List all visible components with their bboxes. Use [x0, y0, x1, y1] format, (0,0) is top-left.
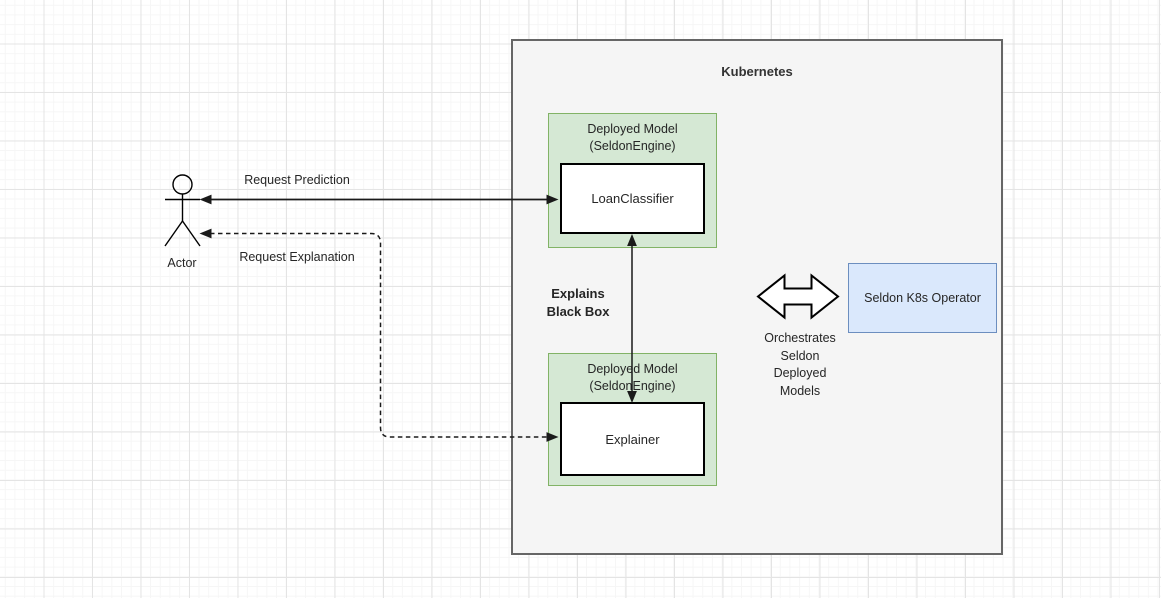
request-prediction-label: Request Prediction [244, 173, 350, 187]
orchestrates-label: Orchestrates Seldon Deployed Models [764, 330, 836, 400]
deployed-model-bottom-label-line2: (SeldonEngine) [589, 379, 676, 393]
explains-black-box-label: Explains Black Box [547, 285, 610, 321]
loan-classifier-node: LoanClassifier [560, 163, 705, 234]
explains-label-line1: Explains [551, 286, 605, 301]
kubernetes-title: Kubernetes [721, 64, 793, 79]
deployed-model-bottom-label-line1: Deployed Model [587, 362, 678, 376]
actor-figure-icon [164, 174, 201, 247]
deployed-model-bottom-label: Deployed Model (SeldonEngine) [549, 361, 716, 395]
request-prediction-arrow [199, 194, 559, 205]
explainer-label: Explainer [605, 431, 660, 447]
seldon-operator-label: Seldon K8s Operator [864, 291, 981, 305]
actor-label: Actor [167, 256, 197, 270]
seldon-operator-node: Seldon K8s Operator [848, 263, 997, 333]
deployed-model-top-label-line2: (SeldonEngine) [589, 139, 676, 153]
explains-label-line2: Black Box [546, 304, 610, 319]
deployed-model-top-node: Deployed Model (SeldonEngine) LoanClassi… [548, 113, 717, 248]
orchestrates-label-line1: Orchestrates [764, 331, 836, 345]
deployed-model-top-label-line1: Deployed Model [587, 122, 678, 136]
deployed-model-top-label: Deployed Model (SeldonEngine) [549, 121, 716, 155]
explainer-node: Explainer [560, 402, 705, 476]
orchestrates-label-line3: Deployed [773, 366, 827, 380]
deployed-model-bottom-node: Deployed Model (SeldonEngine) Explainer [548, 353, 717, 486]
orchestrates-label-line2: Seldon [780, 348, 820, 363]
orchestrates-label-line4: Models [779, 383, 821, 398]
request-explanation-label: Request Explanation [239, 250, 355, 264]
loan-classifier-label: LoanClassifier [591, 191, 674, 206]
